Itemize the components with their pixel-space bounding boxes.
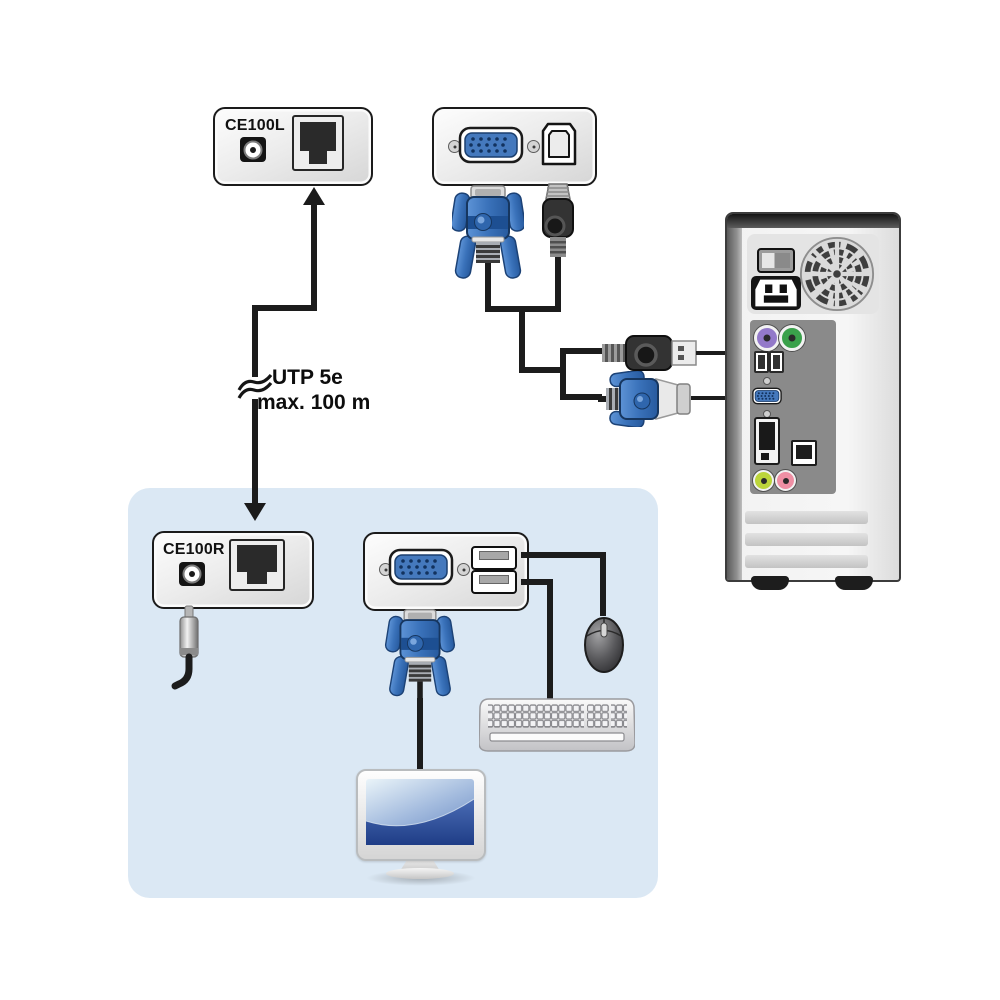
tower-foot: [835, 576, 873, 590]
local-unit-rear-panel: [432, 107, 597, 186]
keyboard-cable-segment: [547, 579, 553, 699]
ce100r-unit: CE100R: [152, 531, 314, 609]
usb-port-icon: [754, 351, 769, 373]
vga-cable-segment: [485, 272, 491, 312]
monitor-cable-segment: [417, 698, 423, 773]
console-vga-port-icon: [388, 548, 454, 586]
cable-segment: [560, 348, 566, 400]
console-vga-connector-icon: [384, 609, 456, 703]
ce100l-rj45-port-icon: [292, 115, 344, 171]
tower-vga-port-icon: [752, 387, 782, 405]
cable-segment: [560, 348, 604, 354]
ps2-keyboard-port-icon: [779, 325, 805, 351]
mouse-icon: [584, 617, 624, 673]
ce100l-unit: CE100L: [213, 107, 373, 186]
vga-port-icon: [458, 126, 524, 164]
cable-break-icon: [237, 373, 273, 399]
lan-port-icon: [791, 440, 817, 466]
usb-port-icon: [769, 351, 784, 373]
cable-segment: [560, 394, 602, 400]
tower-psu-panel: [747, 234, 879, 314]
screw-icon: [763, 377, 771, 385]
usb-a-connector-right-icon: [602, 335, 697, 371]
ce100l-power-jack-icon: [240, 137, 266, 162]
ce100r-label: CE100R: [163, 541, 225, 558]
keyboard-cable-segment: [521, 579, 553, 585]
fan-grille-icon: [799, 236, 875, 312]
console-usb-a-port-icon: [471, 546, 517, 570]
vga-screw-icon: [527, 140, 540, 153]
console-ports-panel: [363, 532, 529, 611]
dc-power-plug-icon: [171, 605, 199, 690]
cable-segment: [519, 367, 566, 373]
utp-cable-segment: [311, 203, 317, 311]
arrow-to-ce100l-icon: [303, 187, 325, 205]
arrow-to-ce100r-icon: [244, 503, 266, 521]
tower-left-edge: [727, 214, 742, 580]
usb-b-port-icon: [541, 122, 577, 166]
console-usb-a-port-icon: [471, 570, 517, 594]
cable-segment: [519, 306, 525, 373]
monitor-base: [386, 868, 454, 879]
utp-cable-segment: [252, 305, 258, 377]
vga-connector-up-icon: [452, 185, 524, 286]
vga-screw-icon: [457, 563, 470, 576]
tower-foot: [751, 576, 789, 590]
expansion-slot-cover: [745, 533, 868, 546]
mouse-cable-segment: [600, 552, 606, 616]
keyboard-icon: [479, 698, 635, 752]
expansion-slot-cover: [745, 511, 868, 524]
usb-cable-segment: [555, 268, 561, 312]
ac-inlet-icon: [751, 276, 801, 310]
tower-top-edge: [727, 214, 899, 228]
ce100l-label: CE100L: [225, 117, 285, 134]
utp-cable-segment: [252, 305, 317, 311]
ce100r-rj45-port-icon: [229, 539, 285, 591]
usb-line-to-computer: [696, 351, 750, 355]
ps2-mouse-port-icon: [754, 325, 780, 351]
monitor: [356, 769, 486, 861]
computer-tower: [725, 212, 901, 582]
power-jack-pin: [250, 146, 256, 153]
mouse-cable-segment: [521, 552, 606, 558]
audio-out-jack-icon: [753, 470, 774, 491]
dvi-port-icon: [754, 417, 780, 465]
utp-length-label: max. 100 m: [257, 391, 371, 414]
vga-line-to-computer: [691, 396, 750, 400]
vga-connector-right-icon: [598, 371, 691, 427]
tower-io-panel: [750, 320, 836, 494]
power-switch-icon: [757, 248, 795, 273]
utp-cable-segment: [252, 399, 258, 505]
mic-jack-icon: [775, 470, 796, 491]
usb-b-connector-up-icon: [542, 183, 574, 274]
monitor-screen: [366, 779, 474, 845]
utp-type-label: UTP 5e: [272, 366, 343, 389]
ce100r-power-jack-icon: [179, 562, 205, 586]
expansion-slot-cover: [745, 555, 868, 568]
